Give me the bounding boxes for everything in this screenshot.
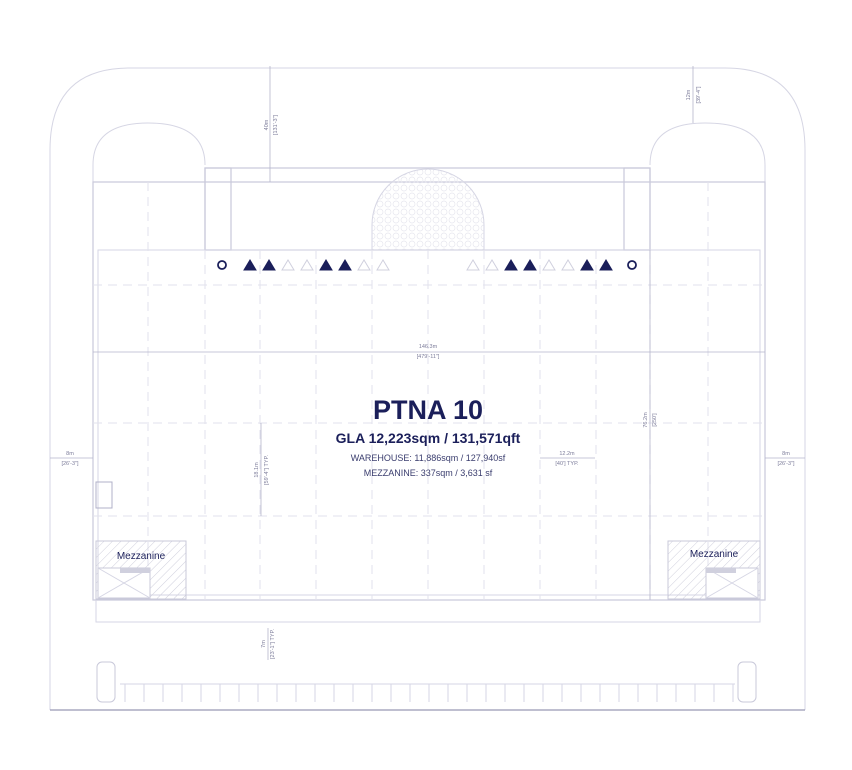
svg-text:[250']: [250'] <box>652 413 658 427</box>
mezzanine-right-label: Mezzanine <box>690 549 739 560</box>
dock-door-inactive <box>542 259 556 271</box>
dimension-top-right: 12m [39'-4"] <box>686 66 702 123</box>
dock-door-inactive <box>281 259 295 271</box>
column-grid <box>93 182 765 600</box>
dock-door-inactive <box>376 259 390 271</box>
dimension-bay-width: 12.2m [40'] TYP. <box>540 451 595 467</box>
svg-text:[39'-4"]: [39'-4"] <box>696 86 702 104</box>
svg-text:76.2m: 76.2m <box>643 412 649 428</box>
svg-text:12m: 12m <box>686 89 692 100</box>
site-boundary <box>49 67 806 710</box>
dimension-right-side: 8m [26'-3"] <box>765 451 805 467</box>
parking-island-right <box>737 661 757 703</box>
parking-stalls <box>120 683 735 702</box>
parking-island-left <box>96 661 116 703</box>
dock-door-active <box>504 259 518 271</box>
dimension-left-side: 8m [26'-3"] <box>50 451 93 467</box>
dock-door-active <box>523 259 537 271</box>
left-tower <box>204 167 232 251</box>
svg-text:[26'-3"]: [26'-3"] <box>61 461 79 467</box>
dimension-bay-depth: 18.1m [59'-4"] TYP. <box>254 423 270 516</box>
svg-text:12.2m: 12.2m <box>559 451 575 457</box>
road-inner-left <box>92 122 206 182</box>
drive-in-door-left <box>217 260 227 270</box>
svg-text:[40'] TYP.: [40'] TYP. <box>555 461 579 467</box>
dock-door-inactive <box>485 259 499 271</box>
dock-door-active <box>338 259 352 271</box>
svg-text:8m: 8m <box>66 451 74 457</box>
svg-text:18.1m: 18.1m <box>254 462 260 478</box>
dock-door-active <box>319 259 333 271</box>
svg-text:8m: 8m <box>782 451 790 457</box>
dock-door-active <box>580 259 594 271</box>
svg-text:[479'-11"]: [479'-11"] <box>417 354 440 360</box>
right-tower <box>623 167 651 251</box>
warehouse-area: WAREHOUSE: 11,886sqm / 127,940sf <box>351 453 506 463</box>
svg-text:146.3m: 146.3m <box>419 344 438 350</box>
dimension-width: 146.3m [479'-11"] <box>93 344 765 360</box>
mezzanine-area: MEZZANINE: 337sqm / 3,631 sf <box>364 468 493 478</box>
dock-door-active <box>262 259 276 271</box>
drive-in-door-right <box>627 260 637 270</box>
dock-door-inactive <box>300 259 314 271</box>
building-title: PTNA 10 <box>373 395 483 425</box>
svg-text:[131'-3"]: [131'-3"] <box>273 114 279 135</box>
dock-door-inactive <box>561 259 575 271</box>
gla-text: GLA 12,223sqm / 131,571qft <box>336 430 521 446</box>
stair-core <box>95 481 113 509</box>
dimension-parking: 7m [23'-1"] TYP. <box>261 628 276 660</box>
dock-door-active <box>243 259 257 271</box>
mezzanine-left-label: Mezzanine <box>117 551 166 562</box>
svg-text:40m: 40m <box>264 119 270 130</box>
dock-door-inactive <box>466 259 480 271</box>
svg-text:7m: 7m <box>261 640 267 648</box>
front-walkway <box>95 600 761 623</box>
svg-text:[59'-4"] TYP.: [59'-4"] TYP. <box>264 455 270 485</box>
dock-door-inactive <box>357 259 371 271</box>
dimension-depth: 76.2m [250'] <box>643 250 658 600</box>
svg-text:[26'-3"]: [26'-3"] <box>777 461 795 467</box>
svg-text:[23'-1"] TYP.: [23'-1"] TYP. <box>270 629 276 659</box>
road-inner-right <box>649 122 766 182</box>
mezzanine-left: Mezzanine <box>95 540 187 600</box>
dock-doors <box>243 259 613 271</box>
dimension-top-left: 40m [131'-3"] <box>264 66 279 182</box>
dock-door-active <box>599 259 613 271</box>
truck-court-arc <box>371 168 485 251</box>
mezzanine-right: Mezzanine <box>667 540 761 600</box>
